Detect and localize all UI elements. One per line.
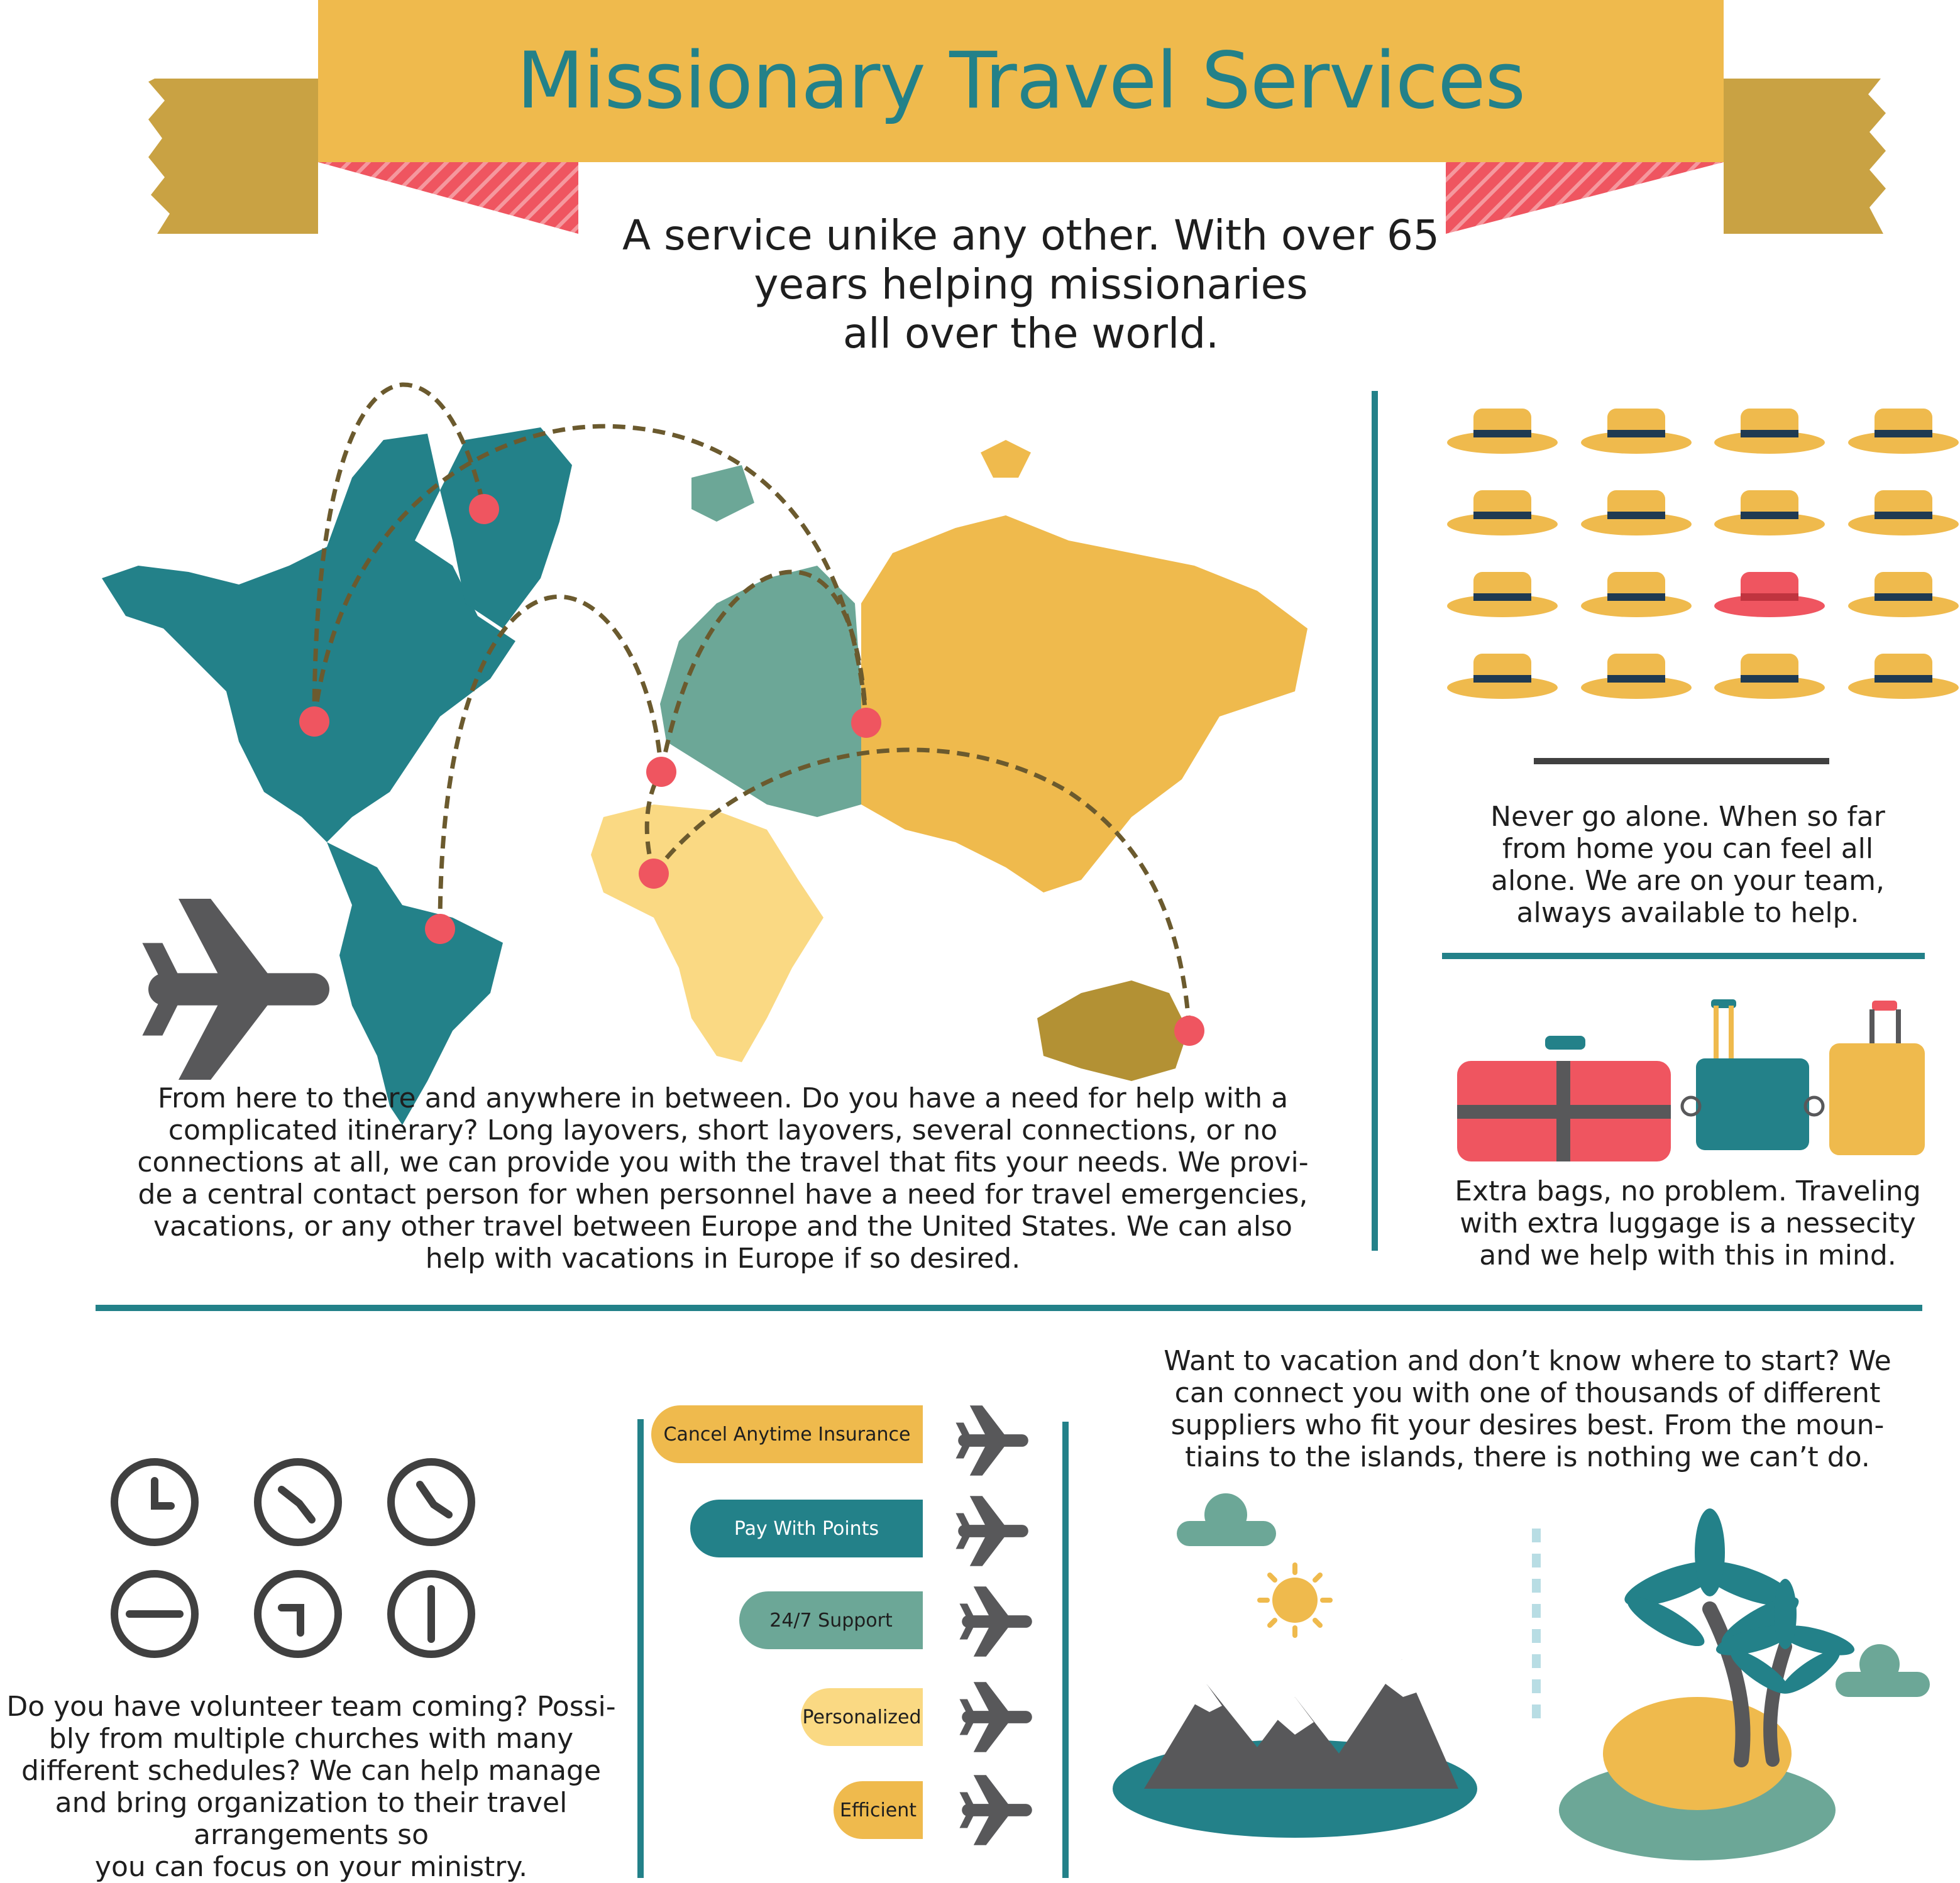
text-line: Do you have volunteer team coming? Possi… — [6, 1691, 616, 1723]
features-left-divider — [637, 1419, 644, 1878]
hats-grid — [1447, 409, 1959, 699]
feature-pill: 24/7 Support — [739, 1591, 923, 1649]
page-title: Missionary Travel Services — [318, 0, 1724, 162]
luggage-icons — [1457, 999, 1925, 1161]
feature-label: Personalized — [802, 1706, 922, 1728]
text-line: Never go alone. When so far — [1490, 801, 1885, 833]
vertical-divider-top — [1372, 391, 1378, 1251]
text-line: different schedules? We can help manage — [21, 1755, 602, 1787]
feature-pill: Personalized — [801, 1688, 923, 1746]
tagline-line: years helping missionaries — [754, 260, 1308, 309]
feature-label: Efficient — [839, 1799, 917, 1821]
text-line: Extra bags, no problem. Traveling — [1455, 1175, 1921, 1207]
text-line: can connect you with one of thousands of… — [1174, 1377, 1881, 1409]
text-line: alone. We are on your team, — [1490, 865, 1885, 897]
text-line: suppliers who fit your desires best. Fro… — [1170, 1409, 1885, 1441]
text-line: with extra luggage is a nessecity — [1460, 1207, 1916, 1239]
feature-label: Cancel Anytime Insurance — [663, 1423, 911, 1446]
tagline-line: all over the world. — [842, 309, 1219, 358]
text-line: de a central contact person for when per… — [138, 1178, 1308, 1210]
text-line: you can focus on your ministry. — [94, 1851, 528, 1883]
text-line: bly from multiple churches with many — [48, 1723, 574, 1755]
tagline: A service unike any other. With over 65 … — [553, 211, 1509, 358]
title-ribbon — [148, 79, 1886, 234]
luggage-text: Extra bags, no problem. Traveling with e… — [1421, 1175, 1955, 1271]
airplane-icon — [142, 899, 329, 1080]
text-line: connections at all, we can provide you w… — [137, 1146, 1309, 1178]
island-scene — [1559, 1508, 1930, 1860]
tagline-line: A service unike any other. With over 65 — [622, 211, 1440, 260]
features-right-divider — [1062, 1422, 1069, 1878]
text-line: From here to there and anywhere in betwe… — [157, 1082, 1289, 1114]
vacation-text: Want to vacation and don’t know where to… — [1150, 1345, 1905, 1473]
feature-pill: Pay With Points — [690, 1500, 923, 1557]
world-map — [102, 382, 1308, 1125]
text-line: vacations, or any other travel between E… — [153, 1210, 1292, 1243]
feature-label: 24/7 Support — [769, 1609, 893, 1632]
text-line: from home you can feel all — [1502, 833, 1874, 865]
feature-label: Pay With Points — [734, 1517, 879, 1540]
feature-pill: Cancel Anytime Insurance — [651, 1405, 923, 1463]
text-line: always available to help. — [1516, 897, 1859, 929]
text-line: and we help with this in mind. — [1479, 1239, 1897, 1271]
text-line: and bring organization to their travel — [55, 1787, 568, 1819]
volunteer-text: Do you have volunteer team coming? Possi… — [0, 1691, 622, 1883]
clock-icons — [111, 1458, 475, 1658]
mountain-scene — [1113, 1493, 1477, 1838]
text-line: help with vacations in Europe if so desi… — [425, 1243, 1021, 1275]
never-alone-text: Never go alone. When so far from home yo… — [1421, 801, 1955, 929]
itinerary-text: From here to there and anywhere in betwe… — [113, 1082, 1333, 1275]
text-line: Want to vacation and don’t know where to… — [1164, 1345, 1891, 1377]
horizontal-divider — [96, 1305, 1922, 1311]
right-divider — [1442, 953, 1925, 959]
text-line: arrangements so — [193, 1819, 429, 1851]
text-line: complicated itinerary? Long layovers, sh… — [168, 1114, 1278, 1146]
text-line: tiains to the islands, there is nothing … — [1185, 1441, 1870, 1473]
feature-plane-icons — [955, 1405, 1032, 1845]
feature-pill: Efficient — [834, 1781, 923, 1839]
hat-divider — [1534, 758, 1829, 764]
